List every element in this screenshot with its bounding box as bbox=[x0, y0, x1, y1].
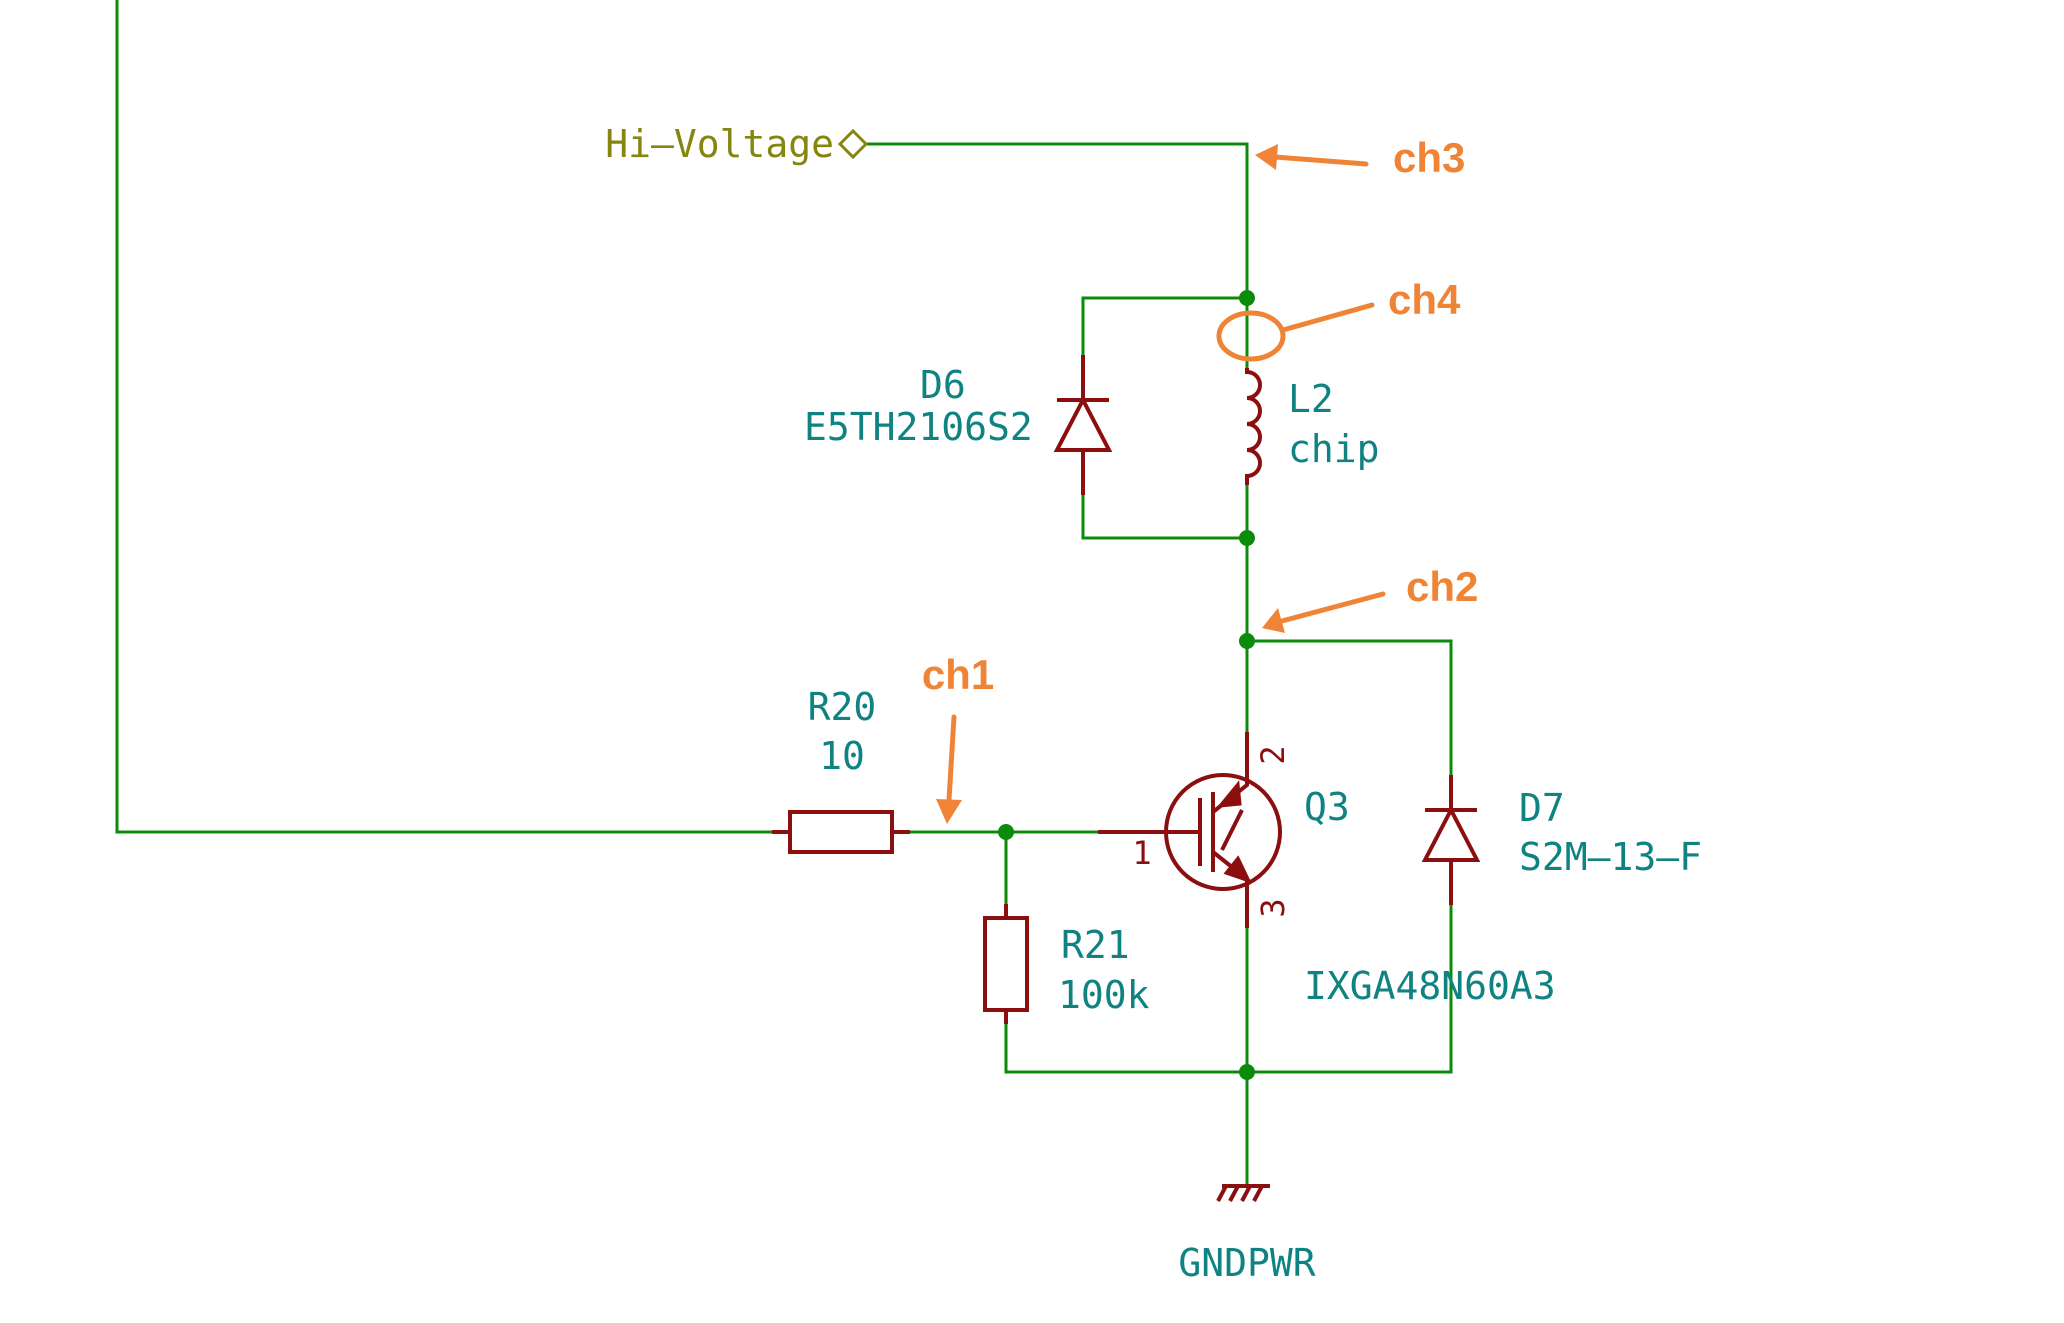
probe-ch1: ch1 bbox=[922, 651, 994, 824]
diode-d7-symbol-icon bbox=[1421, 775, 1481, 905]
probe-ch4-label: ch4 bbox=[1388, 276, 1461, 323]
probe-ch4: ch4 bbox=[1216, 276, 1461, 362]
q3-pin-gate: 1 bbox=[1132, 834, 1151, 872]
diode-d7[interactable]: D7 S2M—13—F bbox=[1421, 775, 1702, 905]
r21-value: 100k bbox=[1058, 973, 1150, 1017]
probe-ch1-label: ch1 bbox=[922, 651, 994, 698]
junction-node-c bbox=[1239, 633, 1255, 649]
igbt-q3[interactable]: 1 2 3 Q3 IXGA48N60A3 bbox=[1098, 732, 1556, 1008]
wires bbox=[115, 0, 1453, 1188]
probe-ch2: ch2 bbox=[1262, 563, 1478, 633]
junction-node-b bbox=[1239, 530, 1255, 546]
junctions bbox=[998, 290, 1255, 1080]
net-label-text: Hi—Voltage bbox=[605, 122, 834, 166]
probe-ch3: ch3 bbox=[1255, 134, 1465, 181]
resistor-r20[interactable]: R20 10 bbox=[772, 685, 910, 854]
resistor-r21-body bbox=[983, 916, 1029, 1012]
l2-value: chip bbox=[1288, 427, 1380, 471]
q3-pin-collector: 2 bbox=[1254, 745, 1292, 764]
probe-ch3-arrow-line bbox=[1272, 154, 1369, 167]
probe-ch4-pointer-line bbox=[1280, 302, 1375, 333]
wire-d7-to-ground-bus bbox=[1245, 903, 1453, 1074]
wire-r21-to-ground-bus bbox=[1004, 1022, 1249, 1074]
wire-node-a-to-d6 bbox=[1081, 296, 1249, 357]
wire-node-c-to-d7 bbox=[1245, 639, 1453, 777]
probe-ch1-arrowhead-icon bbox=[936, 799, 962, 824]
probe-ch2-arrowhead-icon bbox=[1262, 608, 1285, 633]
inductor-l2[interactable]: L2 chip bbox=[1245, 368, 1380, 485]
probe-ch3-arrowhead-icon bbox=[1255, 144, 1278, 170]
igbt-q3-emitter-arrow-icon bbox=[1223, 855, 1252, 884]
diode-d6[interactable]: D6 E5TH2106S2 bbox=[804, 355, 1113, 495]
ground-label: GNDPWR bbox=[1178, 1241, 1315, 1285]
l2-ref: L2 bbox=[1288, 377, 1334, 421]
d6-value: E5TH2106S2 bbox=[804, 405, 1033, 449]
net-flag-diamond-icon bbox=[837, 128, 869, 160]
r21-ref: R21 bbox=[1061, 923, 1130, 967]
d7-ref: D7 bbox=[1519, 786, 1565, 830]
r20-ref: R20 bbox=[808, 685, 877, 729]
ground-gndpwr[interactable]: GNDPWR bbox=[1178, 1184, 1316, 1285]
wire-d6-to-node-b bbox=[1081, 493, 1249, 540]
diode-d6-symbol-icon bbox=[1053, 355, 1113, 495]
probe-ch3-label: ch3 bbox=[1393, 134, 1465, 181]
junction-ground-node bbox=[1239, 1064, 1255, 1080]
r20-value: 10 bbox=[819, 734, 865, 778]
q3-pin-emitter: 3 bbox=[1254, 898, 1292, 917]
net-label-hi-voltage[interactable]: Hi—Voltage bbox=[605, 122, 869, 166]
resistor-r20-body bbox=[788, 810, 894, 854]
probe-ch4-clamp-icon bbox=[1216, 310, 1286, 362]
d7-value: S2M—13—F bbox=[1519, 835, 1702, 879]
igbt-q3-internal-slash bbox=[1220, 809, 1244, 851]
ground-gndpwr-symbol-icon bbox=[1216, 1184, 1270, 1202]
inductor-l2-symbol-icon bbox=[1245, 368, 1262, 485]
probe-ch2-label: ch2 bbox=[1406, 563, 1478, 610]
probe-ch1-arrow-line bbox=[946, 714, 957, 803]
junction-node-a bbox=[1239, 290, 1255, 306]
igbt-q3-collector-arrow-icon bbox=[1216, 780, 1242, 808]
junction-gate-node bbox=[998, 824, 1014, 840]
q3-ref: Q3 bbox=[1304, 785, 1350, 829]
d6-ref: D6 bbox=[920, 363, 966, 407]
q3-value: IXGA48N60A3 bbox=[1304, 964, 1556, 1008]
probe-ch2-arrow-line bbox=[1279, 591, 1386, 624]
resistor-r21[interactable]: R21 100k bbox=[983, 904, 1150, 1024]
